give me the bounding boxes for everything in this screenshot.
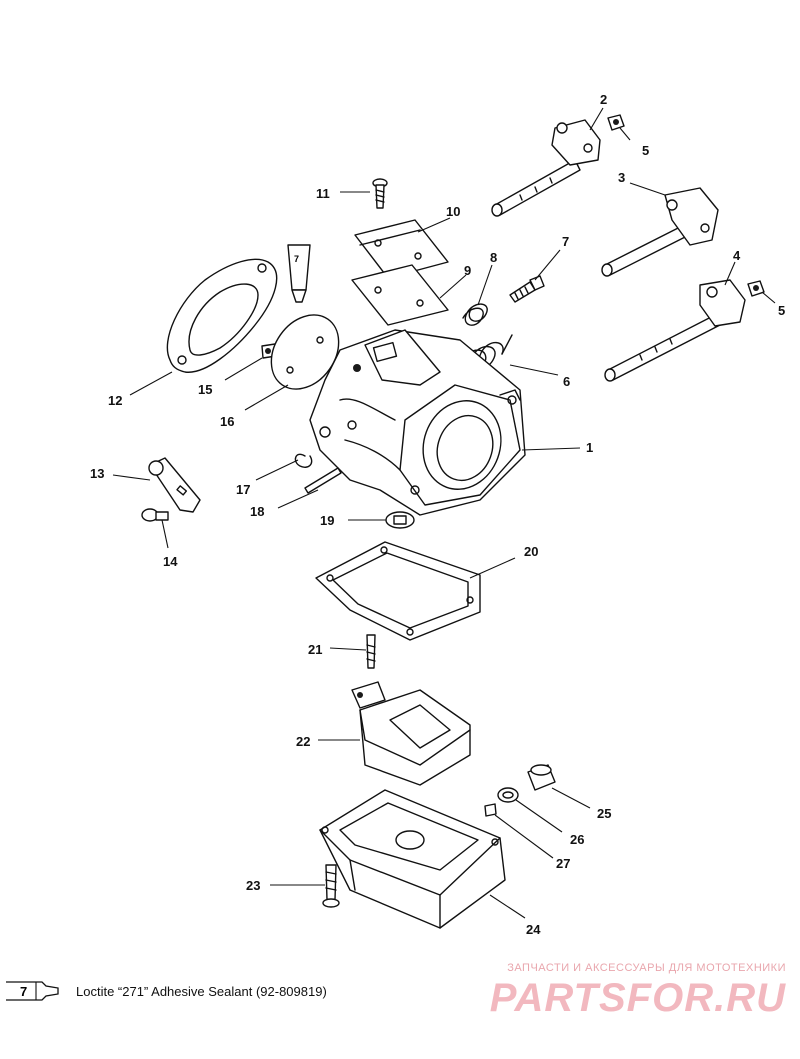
part-8-spring [462,303,488,326]
callout-24: 24 [526,922,541,937]
callout-15: 15 [198,382,212,397]
part-18-pin [304,467,342,494]
part-3-choke-shaft [601,187,719,277]
part-16-diaphragm [270,314,340,390]
callout-3: 3 [618,170,625,185]
callout-5-top: 5 [642,143,649,158]
part-10-plate [354,219,449,279]
watermark: ЗАПЧАСТИ И АКСЕССУАРЫ ДЛЯ МОТОТЕХНИКИ PA… [490,962,786,1020]
callout-25: 25 [597,806,611,821]
leader-lines [112,107,776,919]
part-19-washer [385,511,415,529]
callout-21: 21 [308,642,322,657]
callout-12: 12 [108,393,122,408]
callout-7: 7 [562,234,569,249]
sealant-tube-icon: 7 [287,244,311,303]
part-4-throttle-shaft-lower [604,279,746,382]
callout-14: 14 [163,554,178,569]
part-12-gasket [166,258,278,373]
callout-8: 8 [490,250,497,265]
callout-2: 2 [600,92,607,107]
tube-label: 7 [294,254,299,264]
callout-27: 27 [556,856,570,871]
part-5-screw-lower [747,280,765,297]
callout-19: 19 [320,513,334,528]
part-9-gasket [351,264,449,326]
legend: 7 Loctite “271” Adhesive Sealant (92-809… [6,978,327,1004]
part-1-carburetor-body [309,329,526,516]
watermark-logo: PARTSFOR.RU [489,976,786,1020]
part-22-float [351,681,471,786]
part-25-drain-plug [527,764,556,791]
part-14-screw [141,508,169,522]
part-5-screw-top [607,114,625,131]
callout-18: 18 [250,504,264,519]
sealant-tube-legend-icon: 7 [6,981,59,1001]
callout-16: 16 [220,414,234,429]
callout-23: 23 [246,878,260,893]
callout-4: 4 [733,248,741,263]
part-17-clip [294,453,313,468]
part-21-needle [366,634,376,669]
callout-1: 1 [586,440,593,455]
part-26-washer [497,787,519,803]
callout-22: 22 [296,734,310,749]
callout-26: 26 [570,832,584,847]
part-13-lever [148,457,201,513]
callout-17: 17 [236,482,250,497]
callout-13: 13 [90,466,104,481]
callout-9: 9 [464,263,471,278]
callout-11: 11 [316,186,330,201]
part-27-screw [484,803,497,817]
callout-labels: 2 5 3 4 5 7 8 9 10 11 6 1 12 15 16 13 17… [90,92,785,937]
callout-6: 6 [563,374,570,389]
callout-20: 20 [524,544,538,559]
callout-5-lower: 5 [778,303,785,318]
part-20-gasket [315,541,481,641]
part-24-float-bowl [319,789,506,929]
legend-number: 7 [20,984,27,999]
watermark-tagline: ЗАПЧАСТИ И АКСЕССУАРЫ ДЛЯ МОТОТЕХНИКИ [507,962,786,974]
part-11-screw [372,178,388,209]
part-7-screw [509,275,545,303]
part-2-throttle-shaft [491,119,601,217]
callout-10: 10 [446,204,460,219]
legend-text: Loctite “271” Adhesive Sealant (92-80981… [76,983,327,999]
part-23-screw [322,864,340,908]
